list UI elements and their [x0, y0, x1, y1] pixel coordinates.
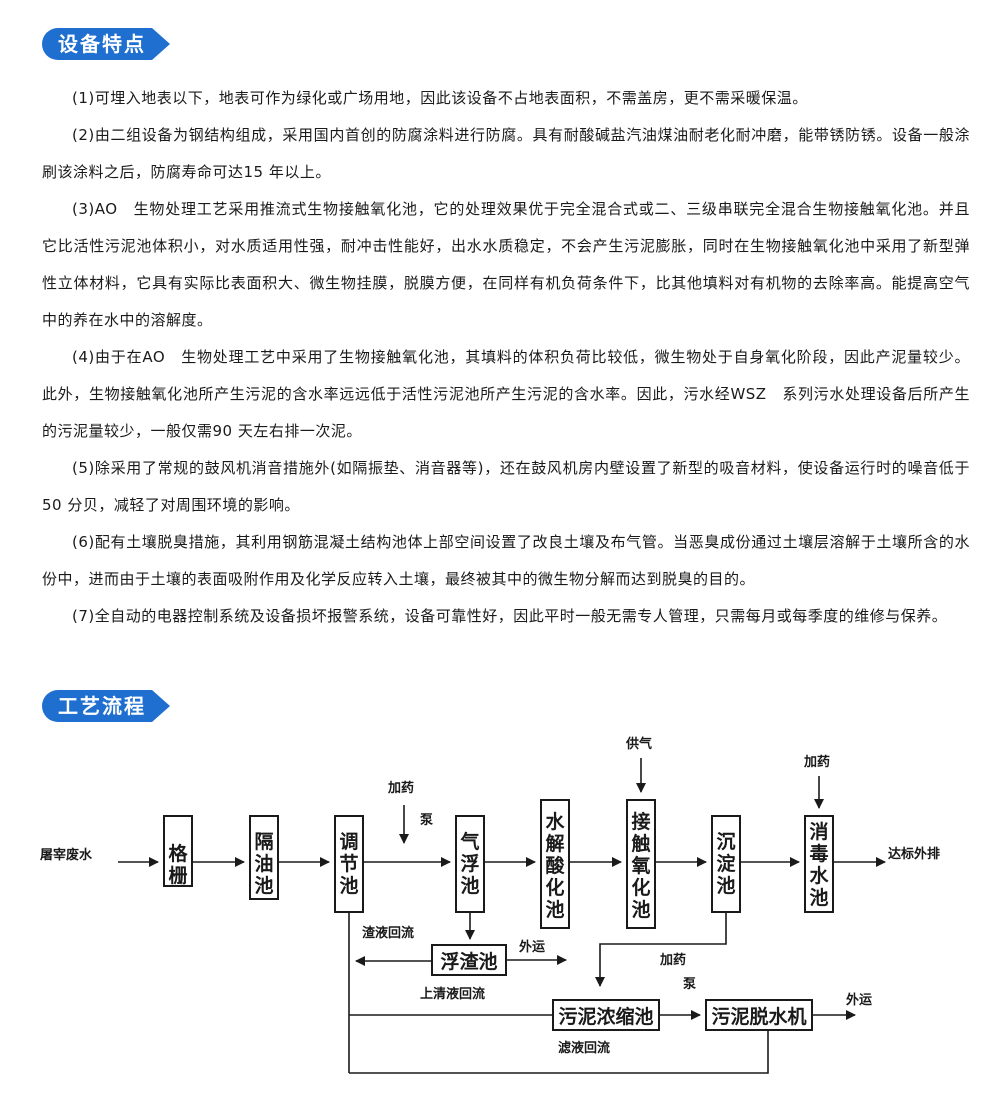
box-label: 接触氧化池	[631, 811, 650, 921]
dosing-label: 加药	[803, 754, 830, 770]
box-label: 浮渣池	[440, 950, 497, 973]
box-disinfection	[804, 815, 834, 913]
sludge-arrow	[595, 912, 727, 987]
box-label: 污泥脱水机	[711, 1005, 806, 1028]
feature-paragraph: (4)由于在AO 生物处理工艺中采用了生物接触氧化池，其填料的体积负荷比较低，微…	[42, 348, 970, 440]
box-sludge-dewatering	[705, 999, 813, 1031]
dosing-label: 加药	[387, 780, 414, 796]
box-label: 污泥浓缩池	[558, 1005, 653, 1028]
box-grille	[163, 815, 193, 887]
header-tag-shape	[42, 690, 170, 722]
input-label: 屠宰废水	[40, 847, 93, 863]
features-text: (1)可埋入地表以下，地表可作为绿化或广场用地，因此该设备不占地表面积，不需盖房…	[42, 80, 970, 635]
box-hydrolysis	[540, 799, 570, 929]
box-label: 水解酸化池	[545, 811, 565, 921]
sludge-out-label: 外运	[845, 992, 872, 1008]
filtrate-return-label: 滤液回流	[558, 1040, 610, 1056]
pump-label: 泵	[420, 813, 433, 828]
supernatant-return-label: 上清液回流	[420, 986, 485, 1002]
box-oil-separator	[249, 815, 279, 900]
air-supply-label: 供气	[625, 736, 652, 752]
filtrate-return-line	[349, 1030, 769, 1074]
box-air-flotation	[455, 815, 485, 913]
feature-paragraph: (7)全自动的电器控制系统及设备损坏报警系统，设备可靠性好，因此平时一般无需专人…	[72, 607, 948, 625]
scum-return-label: 渣液回流	[362, 925, 414, 941]
output-label: 达标外排	[888, 846, 940, 862]
box-label: 消毒水池	[809, 820, 829, 909]
box-label: 沉淀池	[716, 831, 736, 897]
box-scum-tank	[431, 944, 507, 976]
section-title: 工艺流程	[58, 694, 146, 718]
feature-paragraph: (3)AO 生物处理工艺采用推流式生物接触氧化池，它的处理效果优于完全混合式或二…	[42, 200, 970, 329]
header-tag-shape	[42, 28, 170, 60]
feature-paragraph: (6)配有土壤脱臭措施，其利用钢筋混凝土结构池体上部空间设置了改良土壤及布气管。…	[42, 533, 970, 588]
feature-paragraph: (2)由二组设备为钢结构组成，采用国内首创的防腐涂料进行防腐。具有耐酸碱盐汽油煤…	[42, 126, 970, 181]
scum-out-label: 外运	[518, 939, 545, 955]
feature-paragraph: (5)除采用了常规的鼓风机消音措施外(如隔振垫、消音器等)，还在鼓风机房内壁设置…	[42, 459, 970, 514]
dosing-label: 加药	[659, 952, 686, 968]
box-regulating-tank	[334, 815, 364, 913]
section-header-process: 工艺流程	[42, 690, 170, 722]
process-flow-diagram: 格栅 隔油池 调节池 气浮池 水解酸化池 接触氧化池 沉淀池 消毒水池 浮渣池 …	[40, 736, 940, 1074]
box-label: 气浮池	[459, 830, 479, 897]
section-title: 设备特点	[58, 32, 146, 56]
feature-paragraph: (1)可埋入地表以下，地表可作为绿化或广场用地，因此该设备不占地表面积，不需盖房…	[72, 89, 808, 107]
box-contact-oxidation	[626, 799, 656, 929]
box-label: 格栅	[168, 842, 188, 887]
section-header-features: 设备特点	[42, 28, 170, 60]
pump-label: 泵	[683, 977, 696, 992]
box-label: 调节池	[339, 831, 358, 897]
box-label: 隔油池	[254, 831, 273, 897]
